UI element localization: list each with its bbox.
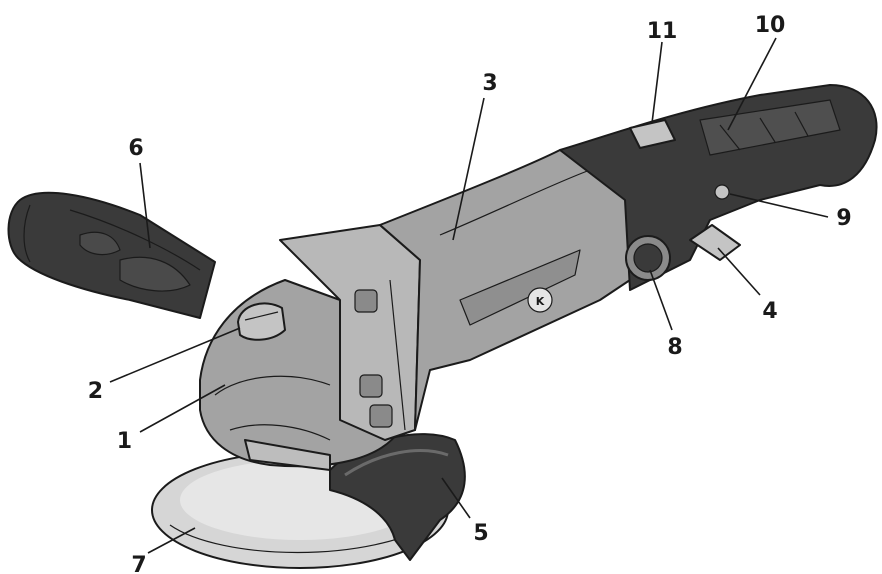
leader-1: [139, 384, 226, 433]
leader-4: [717, 247, 761, 296]
leader-3: [452, 97, 485, 241]
brand-logo-icon: K: [536, 295, 545, 308]
callout-4: 4: [762, 299, 777, 324]
callout-10: 10: [755, 13, 786, 38]
leader-9: [729, 193, 829, 218]
callout-2: 2: [88, 379, 103, 404]
leader-7: [147, 527, 196, 554]
leader-11: [651, 41, 663, 124]
callout-11: 11: [647, 19, 678, 44]
leader-6: [139, 162, 151, 249]
callout-3: 3: [482, 71, 497, 96]
leader-10: [727, 37, 777, 131]
leader-2: [109, 327, 241, 383]
leader-8: [649, 269, 673, 331]
callout-7: 7: [131, 553, 146, 574]
callout-labels: 1 2 3 4 5 6 7 8 9 10 11: [88, 13, 852, 574]
leader-lines: [109, 37, 829, 554]
callout-6: 6: [128, 136, 143, 161]
callout-1: 1: [117, 429, 132, 454]
gear-head: [199, 224, 421, 471]
callout-8: 8: [667, 335, 682, 360]
leader-5: [441, 477, 471, 519]
rear-handle: [559, 84, 878, 291]
callout-5: 5: [473, 521, 488, 546]
side-handle: [7, 191, 216, 319]
callout-9: 9: [836, 206, 851, 231]
